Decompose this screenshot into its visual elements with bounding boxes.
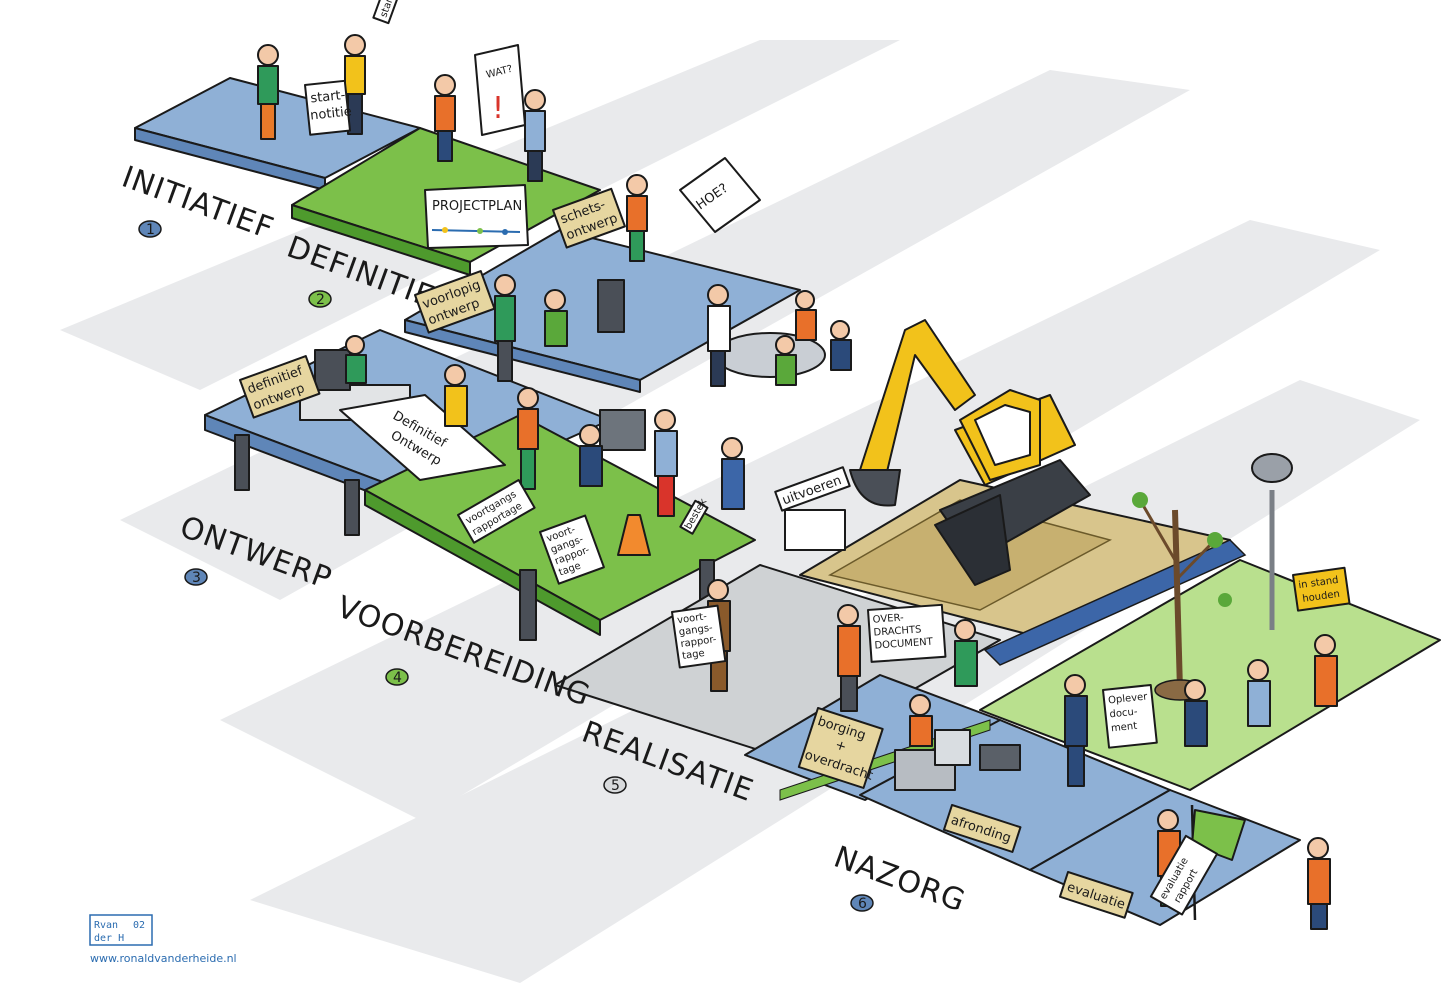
person (344, 34, 366, 135)
person (830, 320, 852, 371)
person (707, 284, 731, 387)
exclamation-text: ! (492, 91, 504, 126)
website-url: www.ronaldvanderheide.nl (90, 952, 237, 965)
sign-text: Oplever (1108, 691, 1149, 706)
phase-number-badge (603, 776, 627, 794)
sign-text: notitie (309, 104, 352, 123)
sign-text: ment (1111, 721, 1138, 735)
sign-text: rappor- (680, 634, 718, 650)
phase-number-badge (385, 668, 409, 686)
phase-number: 2 (316, 292, 325, 308)
voortgangsrapportage-doc: voort- gangs- rappor- tage (539, 514, 605, 585)
phase-number: 6 (858, 896, 867, 912)
sign-text: voort- (677, 611, 708, 626)
in-stand-houden-sign: in stand houden (1292, 566, 1351, 612)
person (775, 335, 797, 386)
sign-text: DRACHTS (873, 624, 922, 638)
person (1314, 634, 1338, 707)
person (626, 174, 648, 262)
person (1247, 659, 1271, 727)
signature-line: der H (94, 933, 124, 944)
person (1184, 679, 1208, 747)
person (494, 274, 516, 382)
sign-text: houden (1302, 589, 1341, 605)
person (654, 409, 678, 517)
excavator (849, 319, 1091, 586)
person (517, 387, 539, 490)
person (1307, 837, 1331, 930)
phase-number-badge (850, 894, 874, 912)
person (1064, 674, 1088, 787)
sign-text: tage (682, 648, 706, 662)
person (524, 89, 546, 182)
person (434, 74, 456, 162)
phase-number-badge (308, 290, 332, 308)
phase-number: 5 (611, 778, 620, 794)
sign-text: docu- (1109, 707, 1138, 721)
startnotitie-doc: start- notitie (304, 79, 352, 136)
sign-text: gangs- (678, 623, 714, 639)
person (721, 437, 745, 510)
voortgangsrapportage-doc: voort- gangs- rappor- tage (671, 604, 727, 669)
phase-number-badge (184, 568, 208, 586)
people (257, 34, 1338, 930)
overdrachts-document: OVER- DRACHTS DOCUMENT (867, 603, 947, 663)
lamppost (1251, 453, 1293, 630)
phase-number: 4 (393, 670, 402, 686)
phase-nazorg: NAZORG (829, 840, 970, 920)
person (795, 290, 817, 341)
person (444, 364, 468, 427)
signature-year: 02 (133, 920, 145, 931)
person (257, 44, 279, 140)
sign-text: OVER- (872, 613, 904, 626)
artist-credit: Rvan der H 02 www.ronaldvanderheide.nl (89, 914, 237, 965)
signature-line: Rvan (94, 920, 118, 931)
evaluatie-rapport-doc: evaluatie rapport (1149, 834, 1219, 916)
person (544, 289, 568, 347)
oplever-document: Oplever docu- ment (1102, 683, 1158, 749)
person (909, 694, 933, 747)
sign-text: + (833, 738, 848, 756)
person (837, 604, 861, 712)
phase-number-badge (138, 220, 162, 238)
start-sign: start (372, 0, 404, 25)
phase-label: NAZORG (829, 840, 970, 920)
person (954, 619, 978, 687)
afronding-sign: afronding (942, 804, 1022, 853)
borging-overdracht-sign: borging + overdracht (797, 707, 884, 789)
person (345, 335, 367, 384)
phase-number: 3 (192, 570, 201, 586)
phase-number: 1 (146, 222, 155, 238)
projectplan-text: PROJECTPLAN (432, 199, 522, 214)
sign-text: DOCUMENT (874, 637, 934, 652)
person (579, 424, 603, 487)
sign-text: start- (310, 88, 347, 107)
